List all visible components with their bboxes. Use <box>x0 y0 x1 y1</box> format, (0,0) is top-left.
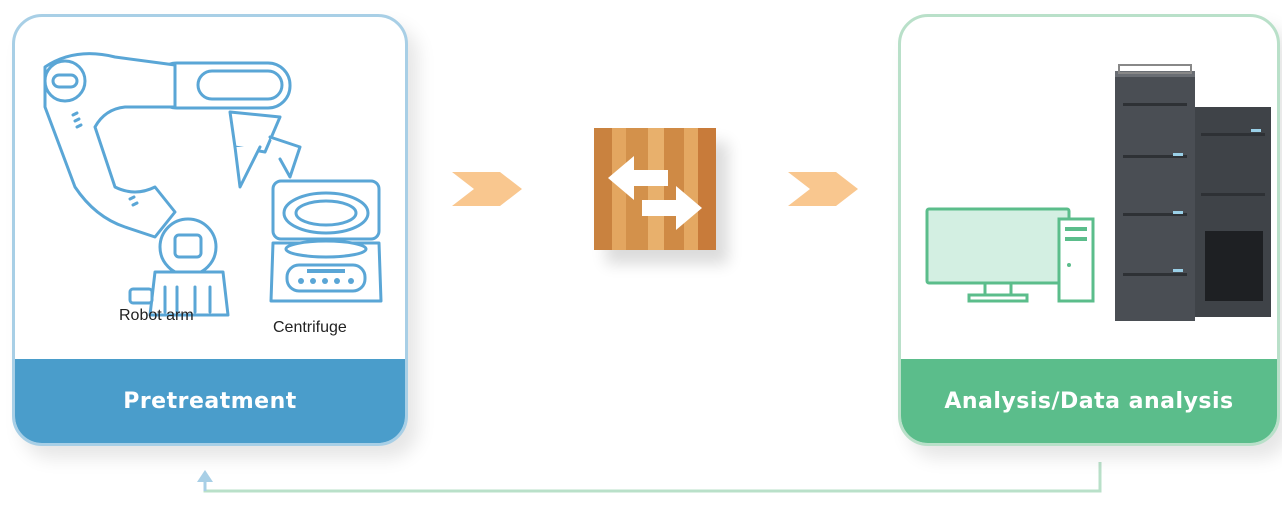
analysis-title: Analysis/Data analysis <box>901 359 1277 443</box>
up-arrow-icon <box>197 470 213 482</box>
analysis-card: Analysis/Data analysis <box>898 14 1280 446</box>
chevron-right-icon <box>788 172 858 206</box>
pretreatment-card: Robot arm Centrifuge Pretreatment <box>12 14 408 446</box>
pretreatment-title: Pretreatment <box>15 359 405 443</box>
analyzer-instrument-icon <box>1115 64 1271 321</box>
centrifuge-icon <box>269 179 383 303</box>
robot-arm-label: Robot arm <box>119 307 194 324</box>
pc-tower-icon <box>1057 217 1095 303</box>
centrifuge-label: Centrifuge <box>273 319 347 336</box>
transfer-arrows-icon <box>594 128 716 250</box>
transfer-tile <box>594 128 716 250</box>
chevron-right-icon <box>452 172 522 206</box>
robot-arm-icon <box>43 52 302 317</box>
monitor-icon <box>925 207 1071 303</box>
